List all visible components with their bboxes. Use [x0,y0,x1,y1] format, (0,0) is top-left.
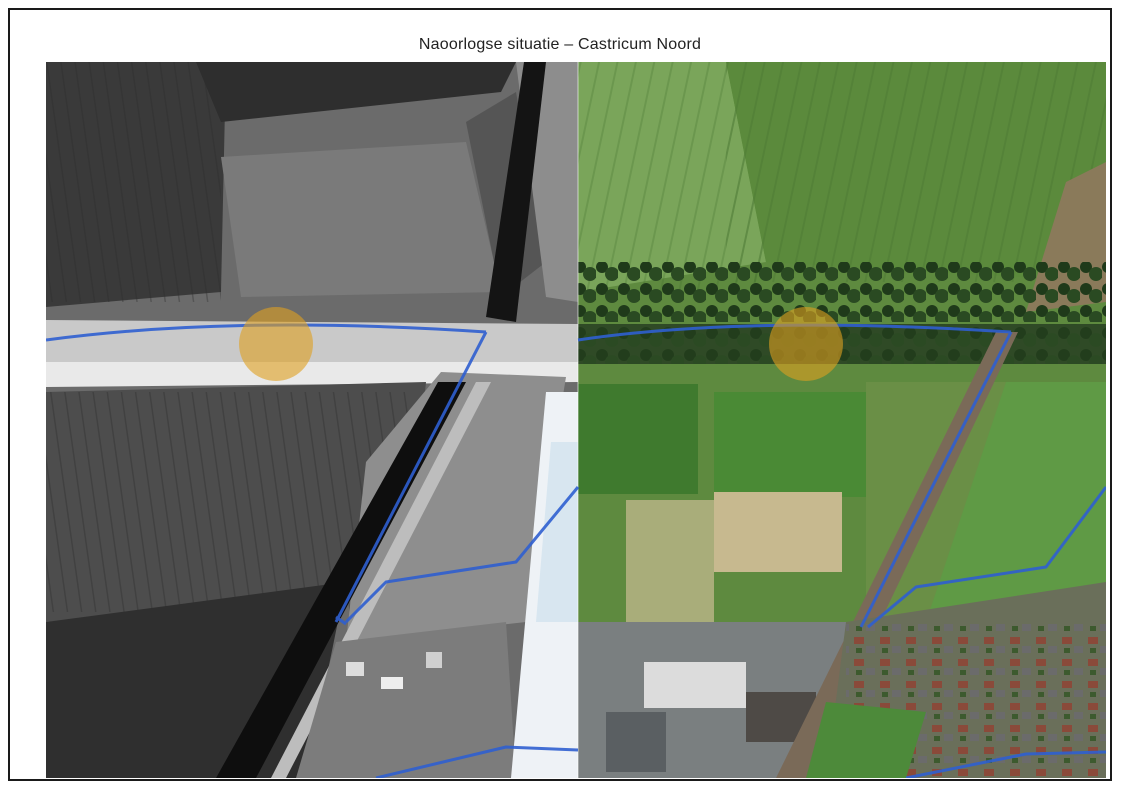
location-marker-historic[interactable] [239,307,313,381]
waterway-lines [46,323,1106,778]
historic-aerial-panel [46,62,578,778]
modern-aerial-panel [578,62,1106,778]
aerial-comparison [46,62,1106,778]
map-frame: Naoorlogse situatie – Castricum Noord [8,8,1112,781]
map-title: Naoorlogse situatie – Castricum Noord [418,36,702,53]
location-marker-modern[interactable] [769,307,843,381]
map-area[interactable] [46,62,1106,778]
